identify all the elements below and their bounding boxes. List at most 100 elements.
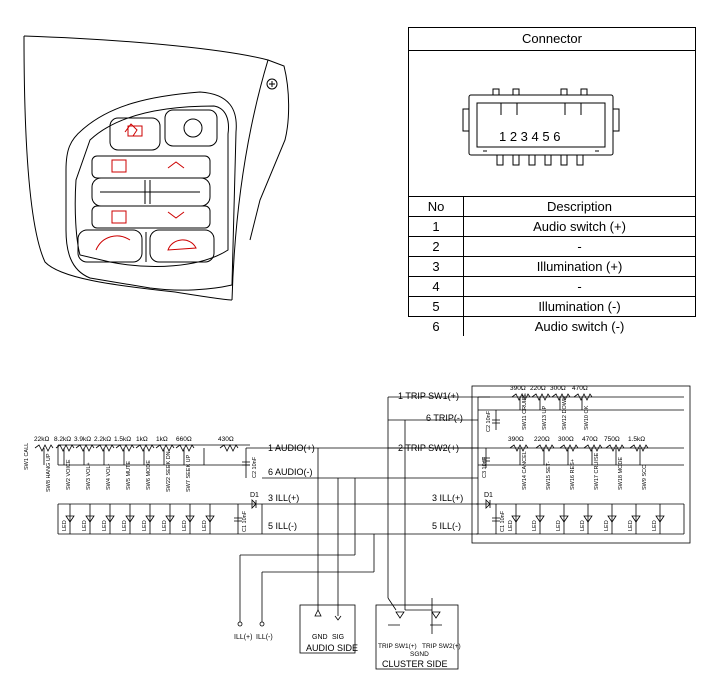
pin-description: Illumination (+) [463,256,695,277]
left-res-0: 22kΩ [34,436,49,443]
label-audio-plus: 1 AUDIO(+) [268,443,315,453]
left-res-4: 1.5kΩ [114,436,131,443]
pin-description: Audio switch (+) [463,216,695,237]
circuit-diagram [34,385,691,670]
pin-description: - [463,236,695,257]
left-res-8: 430Ω [218,436,234,443]
col-header-description: Description [546,199,613,214]
left-res-6: 1kΩ [156,436,168,443]
left-sw-6: SW6 MODE [146,460,152,490]
right-bot-sw-1: SW15 SET- [546,461,552,490]
led-label: LED [182,520,188,531]
left-res-1: 8.2kΩ [54,436,71,443]
led-label: LED [652,520,658,531]
right-top-sw-0: SW11 CRUISE [522,393,528,430]
cap-left-c1: C1 10nF [242,510,248,532]
led-label: LED [202,520,208,531]
right-top-sw-2: SW12 DOWN [562,396,568,430]
led-label: LED [102,520,108,531]
connector-title: Connector [409,28,695,51]
left-sw-4: SW4 VOL- [106,464,112,490]
left-res-7: 660Ω [176,436,192,443]
right-bot-sw-2: SW16 RES+ [570,459,576,490]
left-sw-2: SW2 VOICE [66,459,72,490]
led-label: LED [532,520,538,531]
led-label: LED [580,520,586,531]
right-led-strip [492,504,665,534]
pin-no: 2 [409,236,464,257]
left-sw-8: SW7 SEEK UP [186,454,192,492]
label-trip-sw1: 1 TRIP SW1(+) [398,391,459,401]
right-bot-sw-4: SW18 MODE [618,457,624,490]
left-res-2: 3.9kΩ [74,436,91,443]
led-label: LED [62,520,68,531]
cap-right-c3: C3 10nF [482,456,488,478]
table-row: 2- [409,236,695,257]
right-top-sw-1: SW13 UP [542,406,548,430]
pin-description: - [463,276,695,297]
right-bot-res-0: 390Ω [508,436,524,443]
led-label: LED [508,520,514,531]
right-switch-box [471,385,691,544]
led-label: LED [122,520,128,531]
left-switches [43,448,205,465]
right-top-res-2: 300Ω [550,385,566,392]
left-res-3: 2.2kΩ [94,436,111,443]
right-bot-sw-5: SW9 SCC [642,465,648,490]
label-ext-ill-minus: ILL(-) [256,634,273,641]
label-trip-sw2: 2 TRIP SW2(+) [398,443,459,453]
pin-no: 1 [409,216,464,237]
right-bot-res-4: 750Ω [604,436,620,443]
led-label: LED [162,520,168,531]
steering-wheel-switch-illustration [23,35,290,301]
left-sw-7: SW22 SEEK DN [166,451,172,492]
right-bot-sw-3: SW17 CRUISE [594,452,600,490]
pin-no: 3 [409,256,464,277]
resistor-value-labels: 22kΩ 8.2kΩ 3.9kΩ 2.2kΩ 1.5kΩ 1kΩ 1kΩ 660… [34,385,645,443]
label-cluster-sgnd: SGND [410,651,429,658]
pin-no: 4 [409,276,464,297]
cap-left-c2: C2 10nF [252,456,258,478]
left-sw-3: SW3 VOL+ [86,462,92,490]
led-label: LED [556,520,562,531]
left-sw-5: SW5 MUTE [126,461,132,490]
pin-description: Illumination (-) [463,296,695,317]
label-diode-left: D1 [250,492,259,499]
connector-drawing: 1 2 3 4 5 6 [409,51,695,197]
cap-right-c2: C2 10nF [486,410,492,432]
label-ill-minus-left: 5 ILL(-) [268,521,297,531]
connector-icon: 1 2 3 4 5 6 [462,88,620,166]
led-label: LED [142,520,148,531]
left-res-5: 1kΩ [136,436,148,443]
cap-right-c1: C1 10nF [500,510,506,532]
led-label: LED [604,520,610,531]
right-bottom-resistor-network [482,444,649,468]
label-cluster-side: CLUSTER SIDE [382,659,448,669]
pin-no: 6 [409,316,464,336]
right-bot-res-3: 470Ω [582,436,598,443]
left-sw-1: SW8 HANG UP [46,453,52,492]
right-top-res-1: 220Ω [530,385,546,392]
rotated-component-labels: SW1 CALL SW8 HANG UP SW2 VOICE SW3 VOL+ … [24,393,648,532]
left-sw-0: SW1 CALL [24,443,30,470]
right-bot-res-1: 220Ω [534,436,550,443]
label-cluster-trip1: TRIP SW1(+) [378,643,417,650]
led-label: LED [82,520,88,531]
label-audio-sig: SIG [332,634,344,641]
label-trip-minus: 6 TRIP(-) [426,413,463,423]
label-audio-gnd: GND [312,634,328,641]
connector-pin-numbers: 1 2 3 4 5 6 [499,129,560,144]
right-bot-sw-0: SW14 CANCEL [522,451,528,490]
label-ill-minus-right: 5 ILL(-) [432,521,461,531]
label-audio-side: AUDIO SIDE [306,643,358,653]
table-row: 4- [409,276,695,297]
label-ill-plus-left: 3 ILL(+) [268,493,299,503]
label-ill-plus-right: 3 ILL(+) [432,493,463,503]
pin-no: 5 [409,296,464,317]
right-bot-res-2: 300Ω [558,436,574,443]
label-audio-minus: 6 AUDIO(-) [268,467,313,477]
